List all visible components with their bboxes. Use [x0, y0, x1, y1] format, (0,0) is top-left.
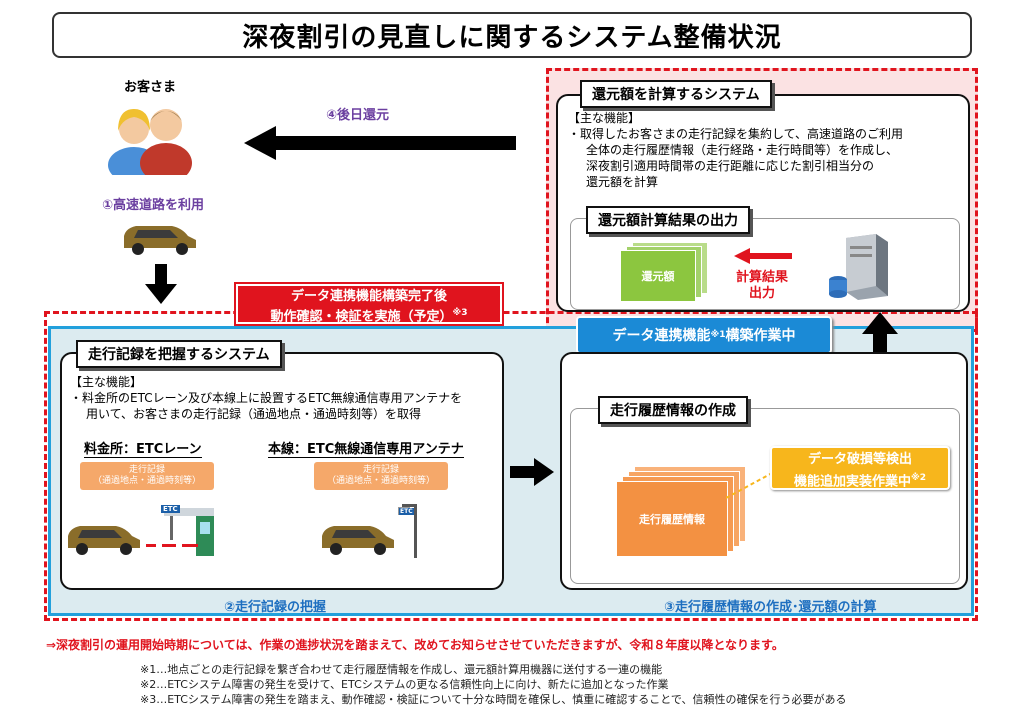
- step3-label: ③走行履歴情報の作成･還元額の計算: [664, 600, 877, 615]
- footnote-1: ※1…地点ごとの走行記録を繋ぎ合わせて走行履歴情報を作成し、還元額計算用機器に送…: [140, 663, 663, 676]
- pill-line1: 走行記録: [362, 465, 399, 475]
- record-func-label: 【主な機能】: [70, 375, 143, 389]
- toll-record-pill: 走行記録 （通過地点・通過時刻等）: [80, 462, 214, 490]
- toll-caption: 料金所：ETCレーン: [84, 438, 202, 458]
- customer-people-icon: [108, 109, 192, 175]
- arrow-right-icon: [510, 458, 554, 486]
- etc-sign-antenna: ETC: [399, 508, 414, 515]
- footnote-3: ※3…ETCシステム障害の発生を踏まえ、動作確認・検証について十分な時間を確保し…: [140, 693, 847, 706]
- refund-func-line: 還元額を計算: [586, 175, 659, 189]
- etc-sign: ETC: [161, 505, 180, 513]
- calc-output-label: 計算結果 出力: [736, 270, 788, 302]
- data-link-ref: ※1: [710, 330, 726, 340]
- antenna-record-pill: 走行記録 （通過地点・通過時刻等）: [314, 462, 448, 490]
- pill-line2: （通過地点・通過時刻等）: [326, 476, 435, 486]
- step1-label: ①高速道路を利用: [102, 198, 205, 213]
- refund-doc-stack: 還元額: [620, 242, 710, 304]
- record-func-line: ・料金所のETCレーン及び本線上に設置するETC無線通信専用アンテナを: [70, 391, 463, 405]
- refund-output-header: 還元額計算結果の出力: [586, 206, 750, 234]
- detect-line2: 機能追加実装作業中※2: [793, 473, 927, 490]
- refund-func-text: ・取得したお客さまの走行記録を集約して、高速道路のご利用 全体の走行履歴情報（走…: [568, 126, 903, 190]
- arrow-left-icon: [244, 126, 516, 160]
- verification-notice-line1: データ連携機能構築完了後: [290, 289, 447, 304]
- calc-output-line2: 出力: [749, 286, 776, 301]
- arrow-left-red-icon: [734, 248, 792, 264]
- footnotes: ※1…地点ごとの走行記録を繋ぎ合わせて走行履歴情報を作成し、還元額計算用機器に送…: [140, 662, 847, 707]
- refund-func-line: ・取得したお客さまの走行記録を集約して、高速道路のご利用: [568, 127, 904, 141]
- connector-dashed-line: [726, 471, 775, 499]
- data-corruption-detection-status: データ破損等検出 機能追加実装作業中※2: [770, 446, 950, 490]
- record-system-header: 走行記録を把握するシステム: [76, 340, 282, 368]
- verification-notice-line2: 動作確認・検証を実施（予定）※3: [270, 308, 468, 325]
- history-doc: 走行履歴情報: [616, 481, 728, 557]
- calc-output-line1: 計算結果: [736, 270, 789, 285]
- record-func-text: ・料金所のETCレーン及び本線上に設置するETC無線通信専用アンテナを 用いて、…: [70, 390, 462, 422]
- refund-doc: 還元額: [620, 250, 696, 302]
- customer-label: お客さま: [124, 80, 177, 95]
- refund-func-label: 【主な機能】: [568, 111, 641, 125]
- antenna-caption: 本線：ETC無線通信専用アンテナ: [268, 438, 464, 458]
- footnote-2: ※2…ETCシステム障害の発生を受けて、ETCシステムの更なる信頼性向上に向け、…: [140, 678, 669, 691]
- car-icon-toll: [68, 526, 140, 555]
- pill-line1: 走行記録: [128, 465, 165, 475]
- history-header: 走行履歴情報の作成: [598, 396, 748, 424]
- server-icon: [829, 234, 888, 300]
- car-icon-antenna: [322, 526, 394, 555]
- history-doc-stack: 走行履歴情報: [614, 466, 754, 557]
- data-link-label: データ連携機能: [612, 328, 711, 344]
- step2-label: ②走行記録の把握: [224, 600, 327, 615]
- refund-system-header: 還元額を計算するシステム: [580, 80, 772, 108]
- data-link-suffix: 構築作業中: [725, 328, 796, 344]
- step4-label: ④後日還元: [326, 108, 390, 123]
- toll-booth-icon: [146, 508, 214, 556]
- verification-area-border: [44, 311, 978, 621]
- record-func-line: 用いて、お客さまの走行記録（通過地点・通過時刻等）を取得: [86, 407, 422, 421]
- operation-start-notice: ⇒深夜割引の運用開始時期については、作業の進捗状況を踏まえて、改めてお知らせさせ…: [46, 638, 784, 652]
- pill-line2: （通過地点・通過時刻等）: [92, 476, 201, 486]
- refund-func-line: 深夜割引適用時間帯の走行距離に応じた割引相当分の: [586, 159, 875, 173]
- car-icon-top: [124, 226, 196, 255]
- refund-func-line: 全体の走行履歴情報（走行経路・走行時間等）を作成し、: [586, 143, 899, 157]
- arrow-down-icon: [145, 264, 177, 304]
- page-title: 深夜割引の見直しに関するシステム整備状況: [52, 12, 972, 58]
- verification-notice: データ連携機能構築完了後 動作確認・検証を実施（予定）※3: [236, 284, 502, 324]
- detect-line1: データ破損等検出: [807, 452, 912, 467]
